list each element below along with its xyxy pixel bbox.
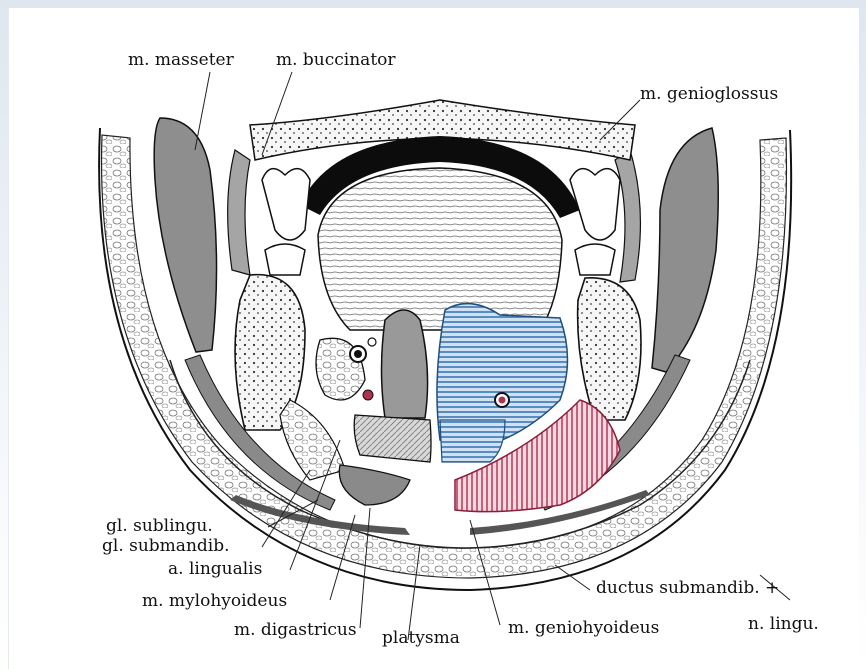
label-n-lingu: n. lingu. [748, 616, 819, 633]
masseter-right [652, 128, 718, 372]
geniohyoideus-right-blue [440, 420, 505, 462]
submandibular-gland [280, 400, 345, 480]
label-ductus: ductus submandib. + [596, 580, 779, 597]
buccinator-left [228, 150, 250, 275]
geniohyoideus-left [354, 415, 431, 462]
genioglossus-left [382, 310, 428, 418]
digastricus-left [339, 465, 410, 505]
label-mylohyoideus: m. mylohyoideus [142, 593, 287, 610]
label-submandib: gl. submandib. [102, 538, 230, 555]
buccinator-right [615, 150, 640, 282]
mandible-right [578, 278, 641, 420]
tongue-dorsum [318, 168, 562, 330]
teeth-right [570, 169, 620, 275]
label-masseter: m. masseter [128, 52, 234, 69]
masseter-left [154, 118, 216, 352]
label-digastricus: m. digastricus [234, 622, 357, 639]
label-sublingu: gl. sublingu. [106, 518, 213, 535]
label-platysma: platysma [382, 630, 460, 647]
vessel-red-left [363, 390, 373, 400]
label-genioglossus: m. genioglossus [640, 86, 778, 103]
label-buccinator: m. buccinator [276, 52, 396, 69]
label-geniohyoideus: m. geniohyoideus [508, 620, 659, 637]
teeth-left [262, 169, 310, 275]
label-lingualis: a. lingualis [168, 561, 262, 578]
